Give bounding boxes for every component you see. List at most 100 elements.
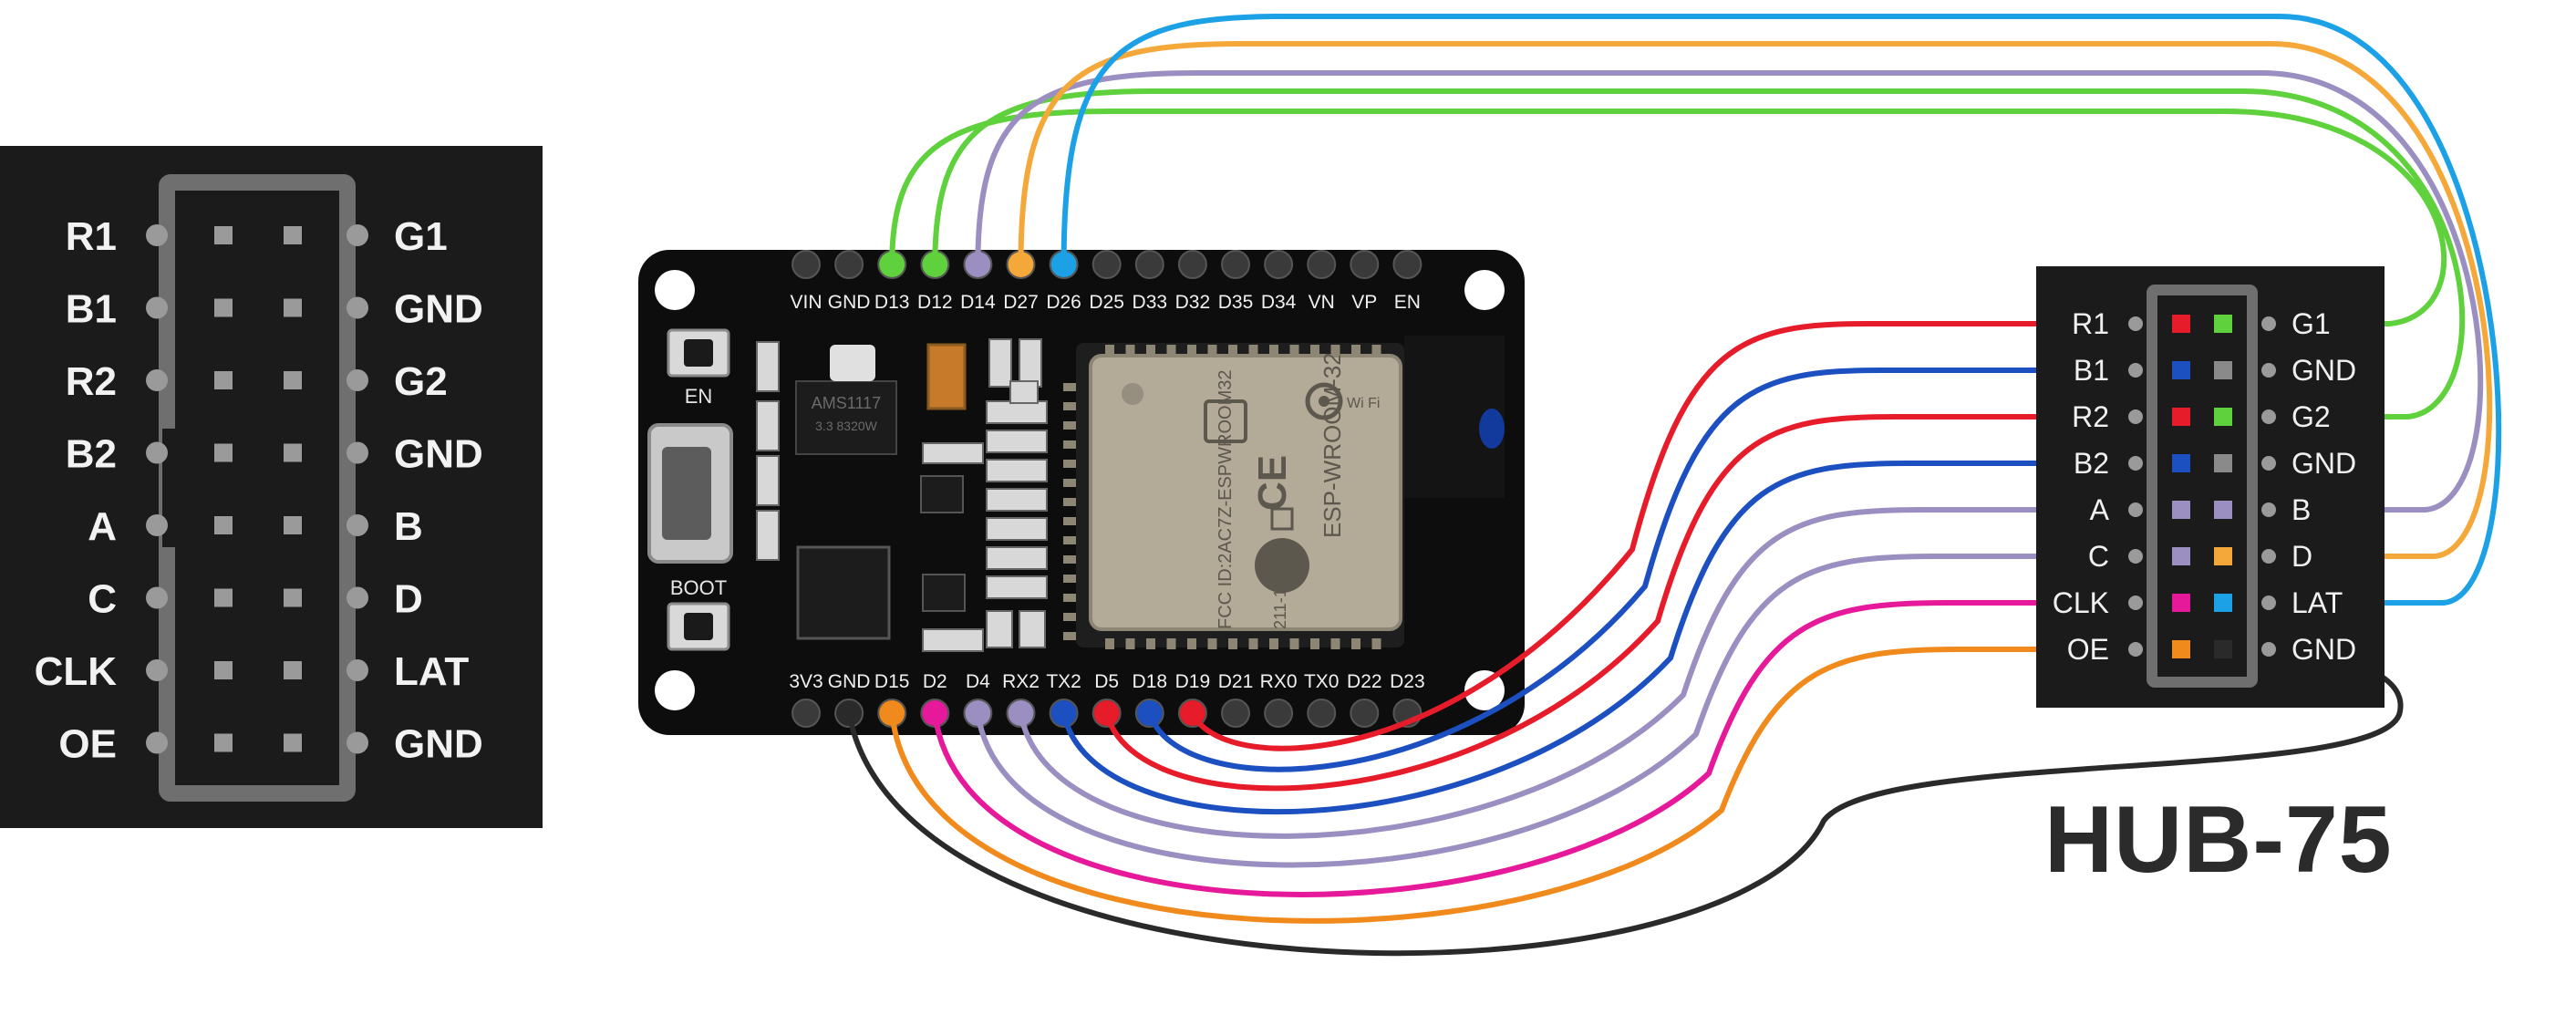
wire-d27-to-d: [1018, 41, 2493, 559]
pinout-notch: [347, 296, 368, 319]
transistor-2: [922, 574, 966, 612]
top-pin-label: D12: [917, 292, 953, 313]
hub-label-left: B2: [2074, 447, 2109, 480]
pin-marker: [1093, 700, 1120, 726]
pin-marker: [879, 700, 905, 726]
pinout-notch: [347, 659, 368, 681]
hub-label-right: G1: [2292, 307, 2331, 340]
pinout-label-right: GND: [394, 722, 483, 767]
header-pin: [791, 699, 821, 728]
wire-gnd-to-gnd: [846, 647, 2404, 957]
pin-marker: [922, 252, 948, 277]
header-pin: [1134, 250, 1164, 279]
header-pin: [1350, 699, 1380, 728]
hub-label-right: GND: [2292, 354, 2356, 387]
wifi-mark: Wi Fi: [1347, 396, 1380, 411]
pinout-pin: [214, 371, 233, 389]
hub-pin: [2172, 315, 2190, 333]
top-pin-label: D34: [1261, 292, 1297, 313]
pin-marker: [1179, 700, 1205, 726]
hub-label-left: R1: [2072, 307, 2109, 340]
boot-button[interactable]: [667, 602, 730, 651]
bottom-pin-label: RX2: [1002, 671, 1040, 692]
pinout-notch: [347, 586, 368, 609]
en-button-label: EN: [685, 385, 713, 408]
top-pin-label: EN: [1394, 292, 1421, 313]
top-pin-label: GND: [828, 292, 871, 313]
pinout-pin: [284, 443, 302, 462]
top-pin-label: D33: [1133, 292, 1168, 313]
pin-marker: [965, 252, 991, 277]
pinout-notch: [146, 586, 168, 609]
bottom-pin-label: D22: [1347, 671, 1382, 692]
mount-hole-tr: [1464, 270, 1505, 310]
ce-mark: CE: [1250, 455, 1295, 511]
pin-marker: [922, 700, 948, 726]
wire-rx2-to-a: [1018, 507, 2184, 839]
bottom-pin-label: D23: [1390, 671, 1425, 692]
pinout-notch: [146, 224, 168, 246]
bottom-pin-label: D15: [874, 671, 910, 692]
en-button[interactable]: [667, 328, 730, 378]
pinout-label-right: G2: [394, 359, 448, 404]
bottom-pin-label: RX0: [1260, 671, 1298, 692]
hub-pin: [2214, 315, 2232, 333]
hub-pin: [2214, 640, 2232, 658]
pinout-pin: [284, 588, 302, 607]
mount-hole-tl: [655, 270, 695, 310]
pin-marker: [1008, 700, 1034, 726]
pinout-pin: [284, 226, 302, 244]
module-castellations: [1063, 345, 1381, 649]
top-pin-label: D25: [1089, 292, 1124, 313]
pinout-label-left: B1: [66, 287, 117, 332]
pinout-label-right: LAT: [394, 649, 469, 694]
transistor: [920, 475, 964, 513]
mount-hole-br: [1464, 670, 1505, 710]
header-pin: [1350, 250, 1380, 279]
wire-tx2-to-b2: [1060, 461, 2184, 815]
hub-pin: [2172, 640, 2190, 658]
hub-label-left: OE: [2067, 633, 2109, 666]
esp-logo: [1255, 538, 1309, 593]
wire-d15-to-oe: [889, 647, 2184, 924]
pin-marker: [1008, 252, 1034, 277]
pinout-notch: [347, 514, 368, 536]
pinout-label-left: CLK: [35, 649, 118, 694]
crystal: [830, 345, 875, 381]
hub-pin: [2214, 594, 2232, 612]
header-pin: [1264, 250, 1294, 279]
pinout-label-left: C: [88, 577, 117, 622]
hub-label-left: R2: [2072, 400, 2109, 433]
hub-label-right: D: [2292, 540, 2312, 573]
header-pin: [1091, 250, 1122, 279]
module-title: ESP-WROOM-32: [1319, 352, 1346, 538]
pinout-pin: [284, 371, 302, 389]
pinout-pin: [214, 661, 233, 679]
pinout-notch: [347, 441, 368, 464]
bottom-pin-label: GND: [828, 671, 871, 692]
top-pin-label: VP: [1351, 292, 1377, 313]
bottom-pin-label: TX2: [1046, 671, 1081, 692]
pinout-notch: [347, 369, 368, 391]
pinout-pin: [284, 516, 302, 534]
pinout-pin: [284, 661, 302, 679]
hub-label-right: GND: [2292, 633, 2356, 666]
top-pin-label: D13: [874, 292, 910, 313]
hub-shroud: [2147, 285, 2258, 688]
pinout-notch: [347, 224, 368, 246]
wires: [846, 14, 2502, 957]
bottom-pin-label: TX0: [1304, 671, 1340, 692]
pinout-notch: [146, 514, 168, 536]
regulator-sub: 3.3 8320W: [815, 419, 877, 433]
wire-d13-to-g1: [889, 109, 2447, 326]
bottom-pin-label: D21: [1218, 671, 1254, 692]
pinout-notch: [146, 369, 168, 391]
hub-label-left: CLK: [2053, 586, 2109, 619]
top-pin-label: D32: [1175, 292, 1211, 313]
pinout-label-right: GND: [394, 287, 483, 332]
pinout-pin: [284, 733, 302, 752]
smd-parts: [756, 338, 1048, 652]
pin-marker: [1050, 252, 1077, 277]
pinout-notch: [146, 731, 168, 754]
